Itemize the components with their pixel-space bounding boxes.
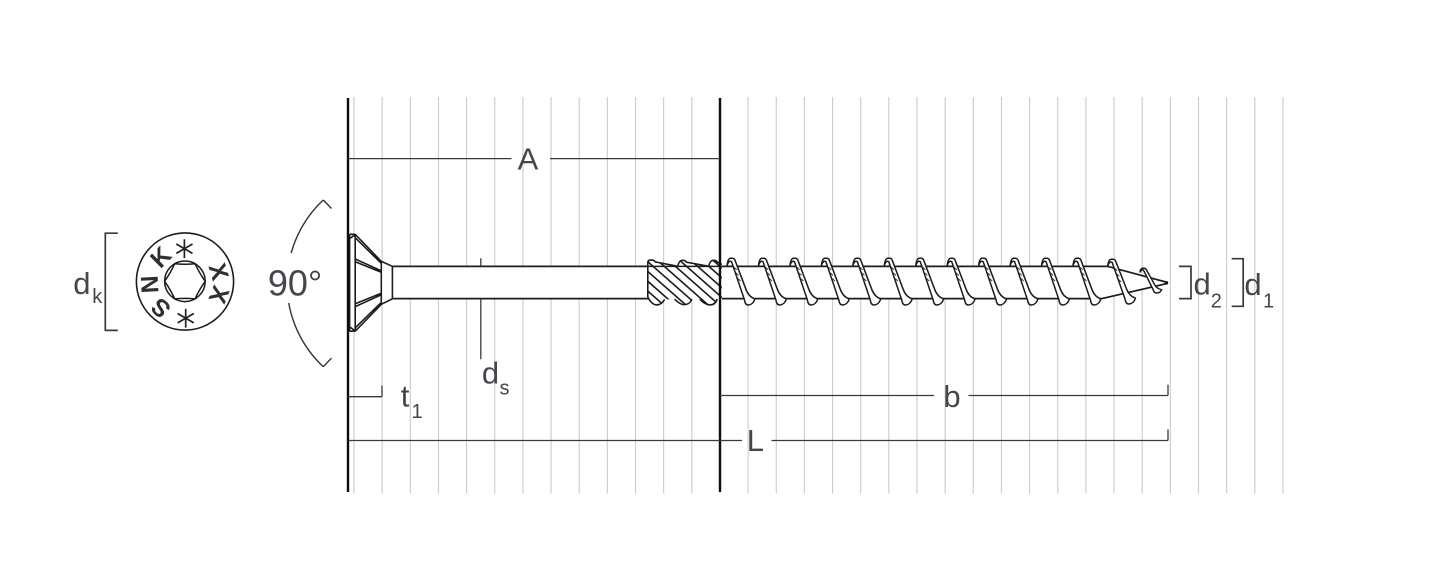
svg-text:2: 2	[1211, 291, 1222, 313]
svg-text:N: N	[137, 275, 165, 294]
svg-text:b: b	[943, 379, 960, 414]
svg-text:A: A	[518, 141, 539, 176]
svg-text:d: d	[482, 355, 499, 390]
svg-text:k: k	[92, 286, 103, 308]
svg-text:d: d	[73, 266, 90, 301]
svg-text:s: s	[500, 378, 510, 400]
svg-text:1: 1	[1263, 291, 1274, 313]
svg-text:1: 1	[412, 401, 423, 423]
svg-text:d: d	[1194, 267, 1211, 302]
svg-text:90°: 90°	[268, 262, 322, 303]
svg-text:L: L	[747, 423, 764, 458]
svg-text:t: t	[401, 379, 410, 414]
svg-text:d: d	[1244, 267, 1261, 302]
